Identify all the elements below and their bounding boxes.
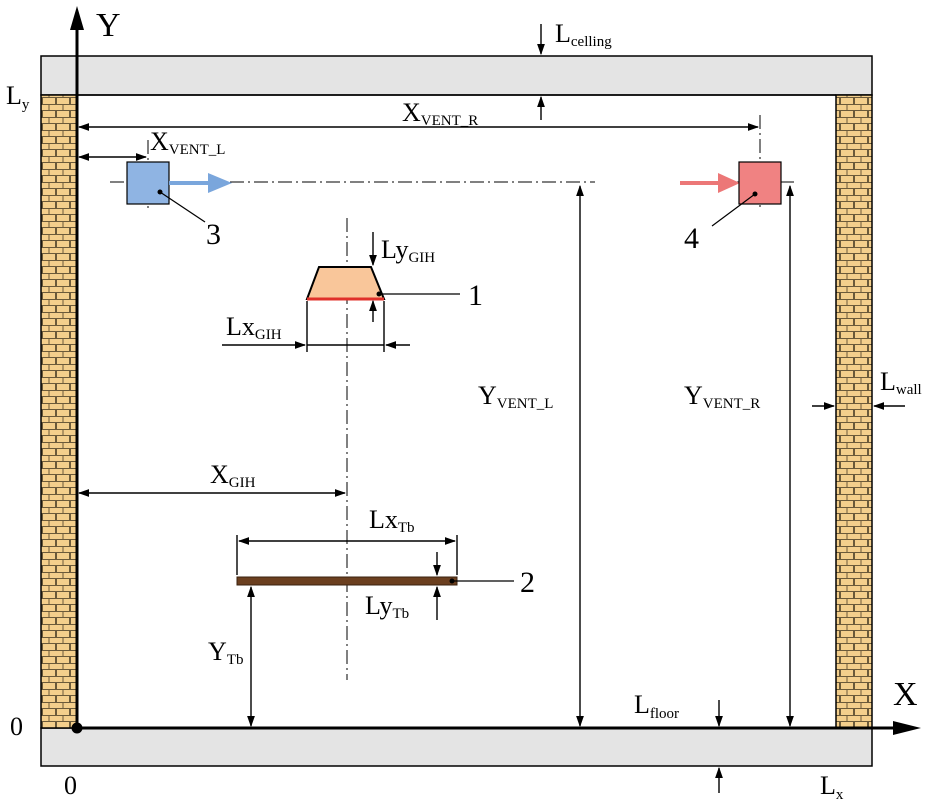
left-wall — [40, 94, 78, 729]
table-board — [236, 576, 458, 586]
callout-1: 1 — [468, 279, 483, 312]
x-vent-r-label: XVENT_R — [402, 98, 478, 129]
ceiling-slab — [40, 55, 873, 96]
x-axis-arrowhead — [893, 721, 921, 735]
y-tb-label: YTb — [208, 637, 243, 668]
ly-tb-label: LyTb — [365, 591, 409, 622]
x-vent-l-label: XVENT_L — [150, 127, 225, 158]
x-axis-label: X — [893, 676, 918, 713]
origin-y-label: 0 — [10, 712, 23, 741]
callout-3: 3 — [206, 218, 221, 251]
floor-thickness-label: Lfloor — [634, 690, 679, 722]
y-axis-arrowhead — [70, 6, 84, 30]
gas-infrared-heater — [305, 266, 386, 300]
origin-x-label: 0 — [64, 771, 77, 800]
lx-gih-label: LxGIH — [226, 312, 282, 343]
y-axis-label: Y — [96, 7, 121, 44]
right-wall — [835, 94, 873, 729]
floor-slab — [40, 727, 873, 767]
ly-gih-label: LyGIH — [381, 235, 435, 266]
origin-dot — [71, 722, 83, 734]
ceiling-thickness-label: Lcelling — [555, 19, 612, 50]
outlet-vent — [738, 161, 782, 205]
y-vent-r-label: YVENT_R — [684, 381, 760, 412]
lx-label: Lx — [820, 771, 844, 803]
x-gih-label: XGIH — [210, 460, 256, 491]
lx-tb-label: LxTb — [369, 505, 415, 536]
y-vent-l-label: YVENT_L — [478, 381, 553, 412]
wall-thickness-label: Lwall — [880, 367, 922, 398]
inlet-vent — [126, 161, 170, 205]
ly-label: Ly — [6, 81, 30, 113]
callout-4: 4 — [684, 222, 699, 255]
callout-2: 2 — [520, 566, 535, 599]
